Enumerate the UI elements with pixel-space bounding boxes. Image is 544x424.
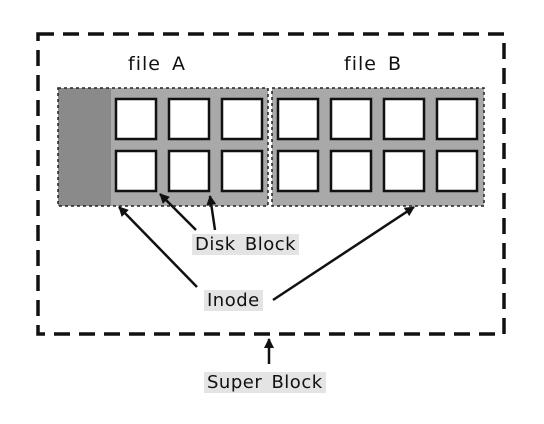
file-b-disk-block-1-2 (329, 97, 373, 141)
arrow-inode-to-file-a (118, 206, 198, 288)
file-b-disk-block-2-3 (382, 149, 426, 193)
file-a-disk-block-2-3 (220, 149, 264, 193)
file-b-disk-block-2-2 (329, 149, 373, 193)
arrow-inode-to-file-b (272, 205, 415, 302)
file-a-disk-block-2-2 (167, 149, 211, 193)
super-block-boundary (36, 32, 506, 336)
disk-block-label: Disk Block (192, 234, 300, 255)
file-b-label: file B (344, 53, 403, 75)
file-b-disk-block-1-1 (276, 97, 320, 141)
file-a-label: file A (128, 53, 186, 75)
file-a-disk-block-1-3 (220, 97, 264, 141)
file-a-disk-blocks (114, 97, 264, 193)
file-b-disk-block-1-3 (382, 97, 426, 141)
file-a-boundary (57, 87, 269, 207)
inode-label: Inode (204, 290, 263, 311)
file-b-boundary (271, 87, 485, 207)
arrow-disk-block-to-a1 (159, 193, 197, 231)
arrow-disk-block-to-a2 (206, 195, 217, 231)
file-a-disk-block-1-2 (167, 97, 211, 141)
file-a-disk-block-2-1 (114, 149, 158, 193)
file-b-disk-block-2-1 (276, 149, 320, 193)
super-block-label: Super Block (204, 372, 326, 393)
file-b-disk-block-1-4 (435, 97, 479, 141)
inode-region (58, 88, 111, 206)
file-a-disk-block-1-1 (114, 97, 158, 141)
file-b-disk-blocks (276, 97, 479, 193)
file-b-disk-block-2-4 (435, 149, 479, 193)
